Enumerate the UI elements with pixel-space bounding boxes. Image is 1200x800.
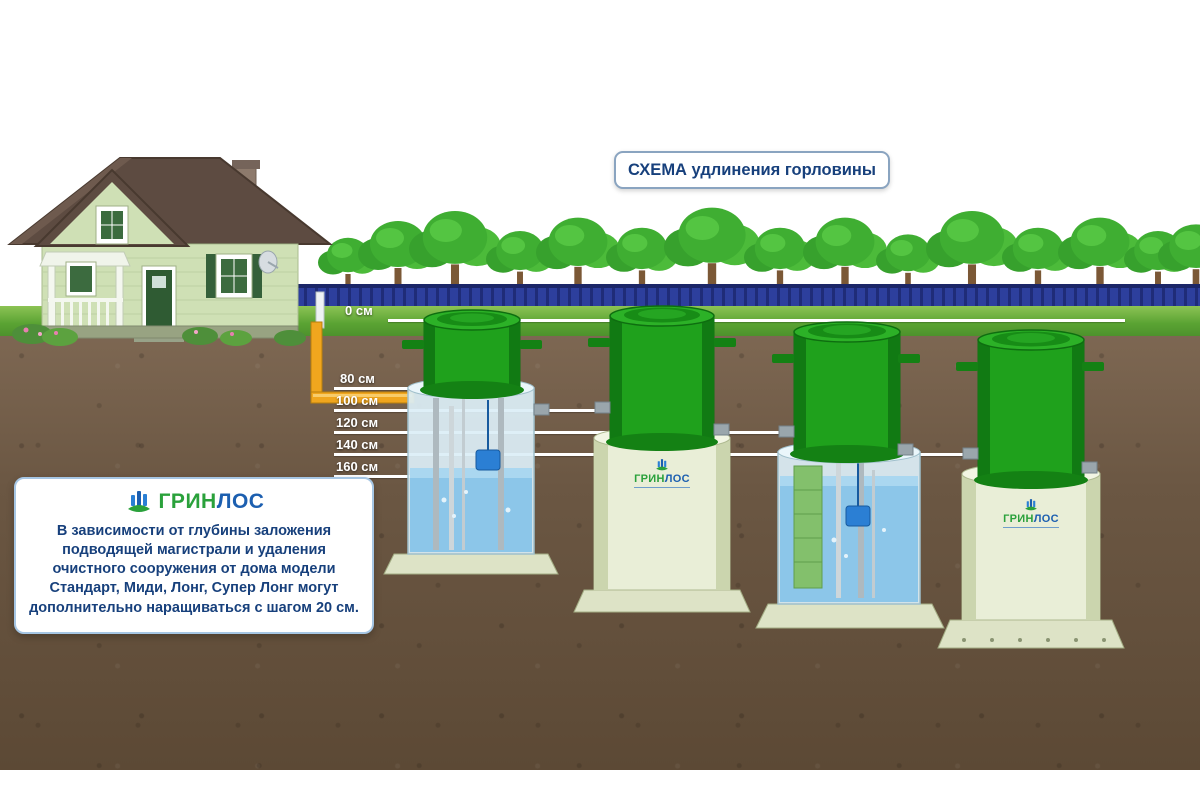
depth-label-160: 160 см <box>336 459 379 474</box>
grinlos-logo-icon <box>127 491 150 512</box>
tank-brand-label: ГРИНЛОС <box>617 458 707 488</box>
depth-line-160 <box>334 475 420 478</box>
sky <box>0 0 1200 306</box>
brand-blue: ЛОС <box>1033 513 1059 525</box>
brand-divider <box>634 487 690 488</box>
depth-label-120: 120 см <box>336 415 379 430</box>
grass-strip <box>0 306 1200 338</box>
depth-label-100: 100 см <box>336 393 379 408</box>
depth-line-140 <box>334 453 978 456</box>
logo-text: ГРИНЛОС <box>159 490 265 514</box>
info-text: В зависимости от глубины заложения подво… <box>29 523 359 616</box>
logo-blue: ЛОС <box>216 490 265 513</box>
brand-text: ГРИНЛОС <box>1003 513 1059 525</box>
grinlos-logo-icon <box>1025 499 1037 511</box>
depth-line-0 <box>388 319 1125 322</box>
depth-line-120 <box>334 431 794 434</box>
logo-green: ГРИН <box>158 490 217 513</box>
depth-label-0: 0 см <box>345 303 373 318</box>
depth-line-100 <box>334 409 610 412</box>
tank-brand-label: ГРИНЛОС <box>986 498 1076 528</box>
brand-blue: ЛОС <box>664 473 690 485</box>
brand-divider <box>1003 527 1059 528</box>
depth-line-80 <box>334 387 418 390</box>
info-box: ГРИНЛОС В зависимости от глубины заложен… <box>14 477 374 634</box>
brand-text: ГРИНЛОС <box>634 473 690 485</box>
title-box: СХЕМА удлинения горловины <box>614 151 890 189</box>
depth-label-80: 80 см <box>340 371 375 386</box>
depth-label-140: 140 см <box>336 437 379 452</box>
grinlos-logo: ГРИНЛОС <box>28 489 360 515</box>
grinlos-logo-icon <box>656 459 668 471</box>
brand-green: ГРИН <box>634 473 665 485</box>
page-title: СХЕМА удлинения горловины <box>628 160 876 179</box>
brand-green: ГРИН <box>1003 513 1034 525</box>
